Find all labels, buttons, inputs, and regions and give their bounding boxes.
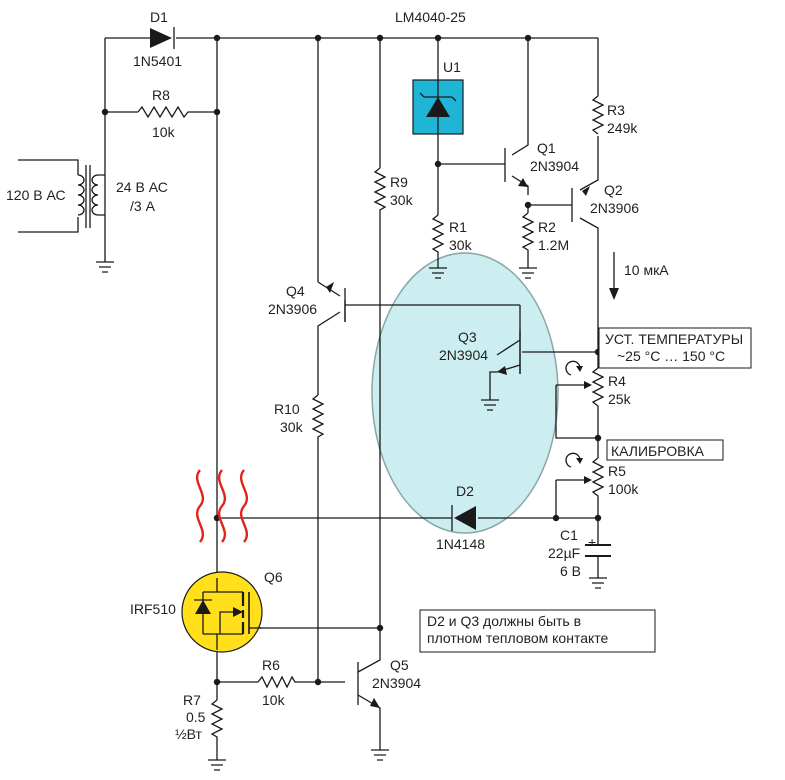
potentiometer-wipers xyxy=(565,360,592,484)
r9-value: 30k xyxy=(390,192,414,208)
r2-resistor xyxy=(521,212,535,255)
temp-set-line-1: УСТ. ТЕМПЕРАТУРЫ xyxy=(605,331,743,347)
r9-resistor xyxy=(373,167,387,212)
d2-part: 1N4148 xyxy=(436,536,485,552)
c1-voltage: 6 В xyxy=(560,563,581,579)
u1-reference xyxy=(412,79,464,135)
r7-resistor xyxy=(210,699,224,740)
q4-part: 2N3906 xyxy=(268,301,317,317)
u1-part: LM4040-25 xyxy=(395,9,466,25)
r3-resistor xyxy=(591,95,605,135)
r2-value: 1.2M xyxy=(538,237,569,253)
c1-plus: + xyxy=(588,534,596,550)
q5-part: 2N3904 xyxy=(372,675,421,691)
r10-name: R10 xyxy=(274,401,300,417)
r3-value: 249k xyxy=(607,120,638,136)
r4-value: 25k xyxy=(608,391,632,407)
r6-value: 10k xyxy=(262,692,286,708)
r7-value: 0.5 xyxy=(186,709,206,725)
r8-name: R8 xyxy=(152,87,170,103)
q3-part: 2N3904 xyxy=(439,347,488,363)
q4-name: Q4 xyxy=(286,283,305,299)
q6-mosfet xyxy=(181,571,263,653)
d2-diode xyxy=(451,505,476,531)
d1-part: 1N5401 xyxy=(133,53,182,69)
c1-name: C1 xyxy=(560,527,578,543)
r7-name: R7 xyxy=(183,692,201,708)
heat-waves xyxy=(195,469,249,543)
c1-capacitor xyxy=(585,544,611,557)
transistor-q4 xyxy=(326,282,346,322)
q3-name: Q3 xyxy=(458,329,477,345)
c1-value: 22µF xyxy=(548,545,580,561)
r4-name: R4 xyxy=(608,373,626,389)
q1-name: Q1 xyxy=(537,140,556,156)
junctions xyxy=(101,34,602,686)
r9-name: R9 xyxy=(390,174,408,190)
r1-value: 30k xyxy=(449,237,473,253)
d1-diode xyxy=(150,27,175,49)
resistors xyxy=(137,95,605,740)
current-arrow xyxy=(609,252,619,300)
calibration-label: КАЛИБРОВКА xyxy=(611,443,705,459)
d2-name: D2 xyxy=(456,483,474,499)
r8-value: 10k xyxy=(152,124,176,140)
transistor-q3 xyxy=(497,334,521,375)
note-box xyxy=(419,609,656,653)
r2-name: R2 xyxy=(538,219,556,235)
temp-set-box xyxy=(598,327,752,369)
current-label: 10 мкА xyxy=(624,262,669,278)
q5-name: Q5 xyxy=(390,657,409,673)
r6-resistor xyxy=(257,675,296,689)
q1-part: 2N3904 xyxy=(530,158,579,174)
q2-part: 2N3906 xyxy=(590,200,639,216)
note-line-2: плотном тепловом контакте xyxy=(427,630,609,646)
r8-resistor xyxy=(137,105,190,119)
q6-part: IRF510 xyxy=(130,601,176,617)
r5-value: 100k xyxy=(608,481,639,497)
ground-symbols xyxy=(96,232,607,771)
temp-set-line-2: ~25 °C … 150 °C xyxy=(617,348,725,364)
r5-resistor xyxy=(591,457,605,498)
calibration-box xyxy=(606,439,724,461)
r5-name: R5 xyxy=(608,463,626,479)
transformer-input: 120 В АС xyxy=(6,187,66,203)
text-labels: D1 1N5401 LM4040-25 U1 R8 10k 120 В АС 2… xyxy=(6,9,743,742)
transformer xyxy=(18,159,105,233)
transformer-output-1: 24 В АС xyxy=(116,179,168,195)
r1-name: R1 xyxy=(449,219,467,235)
note-line-1: D2 и Q3 должны быть в xyxy=(427,613,581,629)
r10-resistor xyxy=(311,394,325,440)
d1-name: D1 xyxy=(150,9,168,25)
q6-name: Q6 xyxy=(264,569,283,585)
r10-value: 30k xyxy=(280,419,304,435)
q2-name: Q2 xyxy=(604,182,623,198)
r6-name: R6 xyxy=(262,657,280,673)
r3-name: R3 xyxy=(607,102,625,118)
transistor-q5 xyxy=(357,662,380,708)
u1-name: U1 xyxy=(443,59,461,75)
r1-resistor xyxy=(431,214,445,256)
thermal-contact-zone xyxy=(371,252,559,534)
transistor-q1 xyxy=(504,148,528,187)
r4-resistor xyxy=(591,367,605,408)
transformer-output-2: /3 А xyxy=(130,198,156,214)
transistor-q2 xyxy=(571,186,590,222)
r7-power: ½Вт xyxy=(175,726,203,742)
